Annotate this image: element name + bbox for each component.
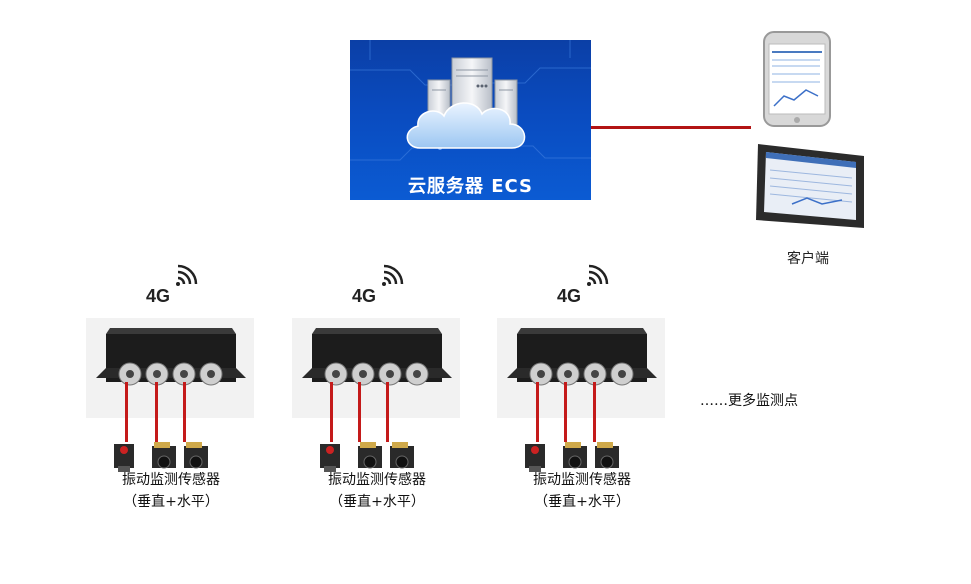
monitoring-point-3: 4G 振动监测传感器 （垂直+水平）: [497, 252, 697, 522]
4g-badge: 4G: [340, 252, 410, 308]
transmitter-icon: [507, 328, 657, 386]
cloud-client-link: [591, 126, 751, 129]
monitoring-point-2: 4G 振动监测传感器 （垂直+水平）: [292, 252, 492, 522]
svg-text:4G: 4G: [146, 286, 170, 306]
client-label: 客户端: [787, 251, 829, 267]
sensor-cable: [183, 382, 186, 442]
more-points-label: ……更多监测点: [700, 393, 798, 409]
smartphone-icon: [763, 31, 831, 127]
sensor-name: 振动监测传感器: [328, 472, 426, 488]
vibration-sensor-icons: [525, 442, 619, 472]
4g-transmitter: [497, 318, 665, 418]
sensor-axes: （垂直+水平）: [534, 494, 630, 510]
svg-text:4G: 4G: [352, 286, 376, 306]
vibration-sensor-icons: [320, 442, 414, 472]
sensor-axes: （垂直+水平）: [329, 494, 425, 510]
sensor-cable: [593, 382, 596, 442]
sensor-cable: [358, 382, 361, 442]
sensor-cable: [125, 382, 128, 442]
4g-transmitter: [292, 318, 460, 418]
sensor-cable: [386, 382, 389, 442]
sensor-name: 振动监测传感器: [533, 472, 631, 488]
cloud-server-label: 云服务器 ECS: [407, 176, 534, 197]
sensor-cable: [330, 382, 333, 442]
monitoring-point-1: 4G 振动监测传感器 （垂直+水平）: [86, 252, 286, 522]
sensor-cable: [564, 382, 567, 442]
sensor-cable: [155, 382, 158, 442]
sensor-axes: （垂直+水平）: [123, 494, 219, 510]
cloud-server-ecs: 云服务器 ECS: [350, 40, 591, 200]
svg-text:4G: 4G: [557, 286, 581, 306]
sensor-cable: [536, 382, 539, 442]
tablet-icon: [756, 144, 864, 228]
4g-badge: 4G: [134, 252, 204, 308]
cloud-server-icon: [350, 40, 591, 161]
4g-badge: 4G: [545, 252, 615, 308]
sensor-name: 振动监测传感器: [122, 472, 220, 488]
vibration-sensor-icons: [114, 442, 208, 472]
transmitter-icon: [96, 328, 246, 386]
4g-transmitter: [86, 318, 254, 418]
transmitter-icon: [302, 328, 452, 386]
